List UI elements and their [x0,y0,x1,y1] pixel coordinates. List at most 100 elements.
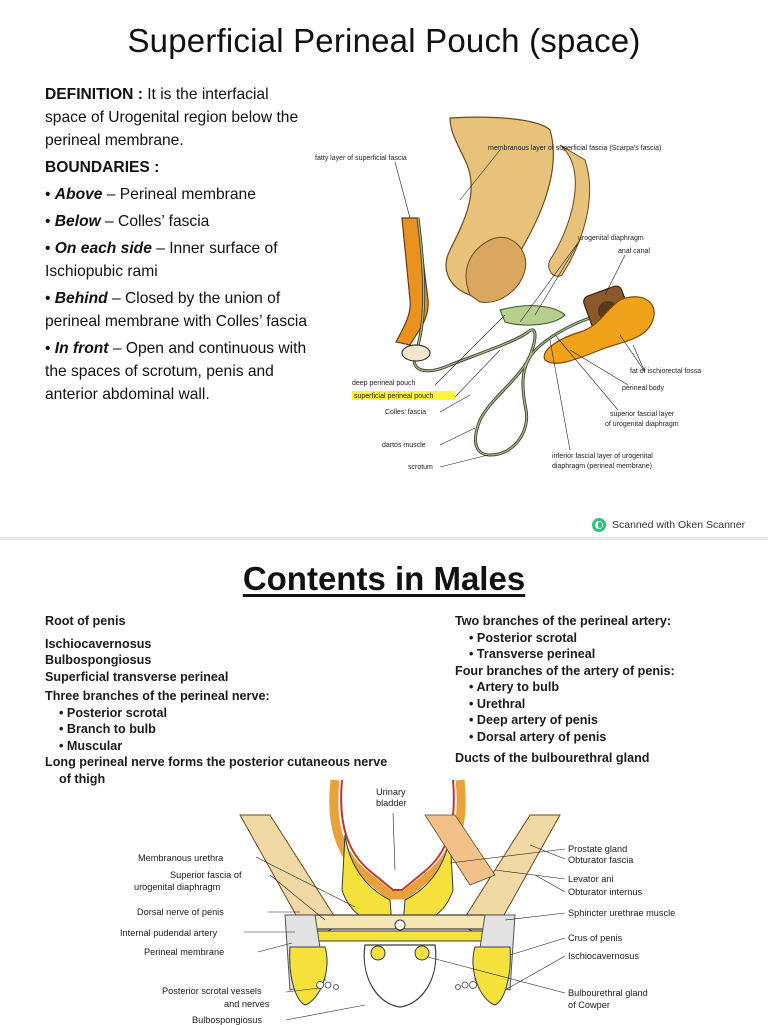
label-bladder: bladder [376,798,407,808]
boundary-value: – Open and continuous with the spaces of… [45,340,307,403]
boundary-key: Below [54,213,101,230]
label-fatty-layer: fatty layer of superficial fascia [315,155,407,162]
boundary-value: – Closed by the union of perineal membra… [45,290,308,330]
page-divider [0,537,768,540]
slide-contents-males: Contents in Males Root of penis Ischioca… [0,540,768,1025]
list-subitem: Transverse perineal [455,646,755,663]
urogenital-diaphragm-shape [499,305,566,326]
right-contents-list: Two branches of the perineal artery: Pos… [455,613,755,767]
label-post-scrotal-1: Posterior scrotal vessels [162,986,262,996]
list-item: Two branches of the perineal artery: [455,614,672,628]
prostate-left-shape [341,834,393,926]
label-levator-ani: Levator ani [568,874,613,884]
label-dartos: dartos muscle [382,442,426,449]
scanner-text: Scanned with Oken Scanner [612,519,746,531]
label-post-scrotal-2: and nerves [224,999,270,1009]
boundaries-heading: BOUNDARIES : [45,156,310,179]
boundary-value: – Inner surface of Ischiopubic rami [45,240,278,280]
boundary-key: In front [54,340,109,357]
label-colles: Colles' fascia [385,409,426,416]
perineal-membrane-bar [294,930,506,942]
bulbourethral-gland-left [370,945,386,961]
label-membranous-urethra: Membranous urethra [138,853,224,863]
list-subitem: Artery to bulb [455,679,755,696]
label-scrotum: scrotum [408,464,433,471]
highlight-superficial-pouch [352,391,455,400]
boundary-key: Above [54,186,103,203]
list-subitem: Branch to bulb [45,721,445,738]
label-superior-fascia-1: Superior fascia of [170,870,242,880]
definition-label: DEFINITION : [45,86,143,103]
label-obturator-fascia: Obturator fascia [568,855,634,865]
slide1-title: Superficial Perineal Pouch (space) [127,22,641,59]
label-urogenital-diaphragm: urogenital diaphragm [578,235,644,242]
slide2-title: Contents in Males [242,560,526,597]
label-perineal-body: perineal body [622,385,665,392]
superficial-pouch-line [413,217,591,456]
bulb-outline-shape [363,944,437,1008]
list-item: Root of penis [45,614,126,628]
label-bulbourethral-1: Bulbourethral gland [568,988,648,998]
label-bulbourethral-2: of Cowper [568,1000,610,1010]
penis-root-shape [465,236,527,303]
leader-lines-left [244,812,396,1021]
label-bulbospongiosus: Bulbospongiosus [192,1015,262,1025]
slide-superficial-pouch: Superficial Perineal Pouch (space) DEFIN… [0,0,768,510]
label-inferior-fascial-1: inferior fascial layer of urogenital [552,453,653,460]
label-sphincter: Sphincter urethrae muscle [568,908,675,918]
label-fat-ischiorectal: fat of ischiorectal fossa [630,368,701,375]
definition-text: It is the interfacial space of Urogenita… [45,86,299,149]
label-prostate: Prostate gland [568,844,627,854]
list-item: Ischiocavernosus [45,636,152,651]
list-subitem: Dorsal artery of penis [455,729,755,746]
label-deep-pouch: deep perineal pouch [352,380,416,387]
boundary-value: – Perineal membrane [102,186,256,203]
leader-lines [394,149,646,468]
label-superior-fascia-2: urogenital diaphragm [134,882,221,892]
left-crus-shape [289,946,328,1006]
list-subitem: Posterior scrotal [45,705,445,722]
label-anal-canal: anal canal [618,248,650,255]
left-contents-list: Root of penis Ischiocavernosus Bulbospon… [45,613,445,787]
boundary-item: • Below – Colles’ fascia [45,213,210,230]
list-item: Ducts of the bulbourethral gland [455,751,650,765]
boundary-key: Behind [54,290,108,307]
definition-block: DEFINITION : It is the interfacial space… [45,83,310,410]
label-ischiocavernosus: Ischiocavernosus [568,951,639,961]
leader-lines-right [427,844,566,994]
boundary-key: On each side [54,240,152,257]
label-membranous-layer: membranous layer of superficial fascia (… [488,145,661,152]
list-item: Three branches of the perineal nerve: [45,689,270,703]
list-item: Four branches of the artery of penis: [455,663,675,678]
list-item: Long perineal nerve forms the posterior … [45,755,388,769]
list-subitem: Posterior scrotal [455,630,755,647]
ischiorectal-fat-shape [543,296,655,364]
label-superficial-pouch: superficial perineal pouch [354,393,433,400]
urethra-lumen [394,919,406,931]
label-crus: Crus of penis [568,933,623,943]
label-internal-pudendal: Internal pudendal artery [120,928,217,938]
label-inferior-fascial-2: diaphragm (perineal membrane) [552,463,652,470]
list-item: Superficial transverse perineal [45,669,229,684]
boundary-item: • Behind – Closed by the union of perine… [45,290,308,330]
label-dorsal-nerve: Dorsal nerve of penis [137,907,224,917]
vessel-circles [316,981,477,990]
boundary-item: • In front – Open and continuous with th… [45,340,307,403]
fatty-layer-shape [395,217,429,346]
label-urinary: Urinary [376,787,406,797]
list-item: of thigh [59,771,106,786]
prostate-right-shape [402,834,454,926]
list-subitem: Urethral [455,696,755,713]
perineal-pouch-diagram: fatty layer of superficial fascia membra… [315,116,701,471]
scanner-watermark: Scanned with Oken Scanner [592,518,745,532]
scanner-logo-icon [592,518,606,532]
bulbourethral-gland-right [414,945,430,961]
list-subitem: Deep artery of penis [455,712,755,729]
penis-tip-shape [401,344,431,362]
list-item: Bulbospongiosus [45,653,152,667]
boundary-value: – Colles’ fascia [100,213,210,230]
boundaries-label: BOUNDARIES : [45,159,160,176]
levator-ani-shape [424,814,496,886]
label-superior-fascial-2: of urogenital diaphragm [605,421,679,428]
label-perineal-membrane: Perineal membrane [144,947,224,957]
